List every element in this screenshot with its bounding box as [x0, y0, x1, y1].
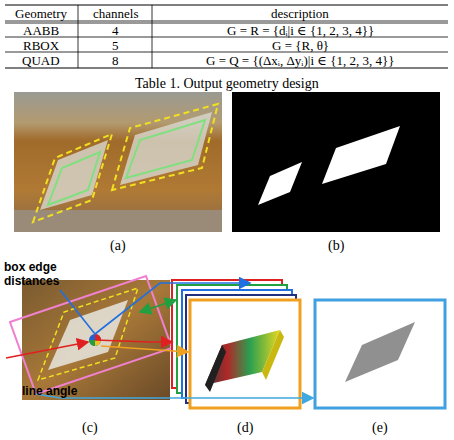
table-cell: AABB — [23, 23, 59, 38]
score-map — [232, 92, 440, 232]
table-cell: Geometry — [15, 6, 67, 21]
table-cell: 4 — [112, 23, 119, 38]
table-cell: description — [271, 6, 329, 21]
geometry-maps — [172, 280, 300, 408]
leader-lines — [6, 283, 313, 398]
table-cell: QUAD — [22, 53, 60, 68]
table-cell: G = {R, θ} — [272, 38, 329, 53]
table-caption: Table 1. Output geometry design — [135, 76, 319, 92]
figure-label: (b) — [328, 238, 344, 254]
photo-a — [14, 92, 222, 232]
callout-label: box edge distances — [4, 260, 74, 288]
table-cell: channels — [93, 6, 138, 21]
figure-label: (c) — [82, 420, 98, 436]
table-cell: G = R = {dᵢ|i ∈ {1, 2, 3, 4}} — [227, 23, 374, 38]
figure-label: (d) — [237, 420, 253, 436]
figure-label: (e) — [372, 420, 388, 436]
table-cell: G = Q = {(Δxᵢ, Δyᵢ)|i ∈ {1, 2, 3, 4}} — [206, 53, 394, 68]
table-cell: RBOX — [23, 38, 59, 53]
table-cell: 5 — [112, 38, 119, 53]
table-cell: 8 — [112, 53, 119, 68]
angle-map — [315, 300, 445, 408]
photo-c — [10, 276, 172, 400]
figure-label: (a) — [110, 238, 126, 254]
callout-label: line angle — [22, 384, 77, 398]
table-rules — [5, 5, 448, 68]
